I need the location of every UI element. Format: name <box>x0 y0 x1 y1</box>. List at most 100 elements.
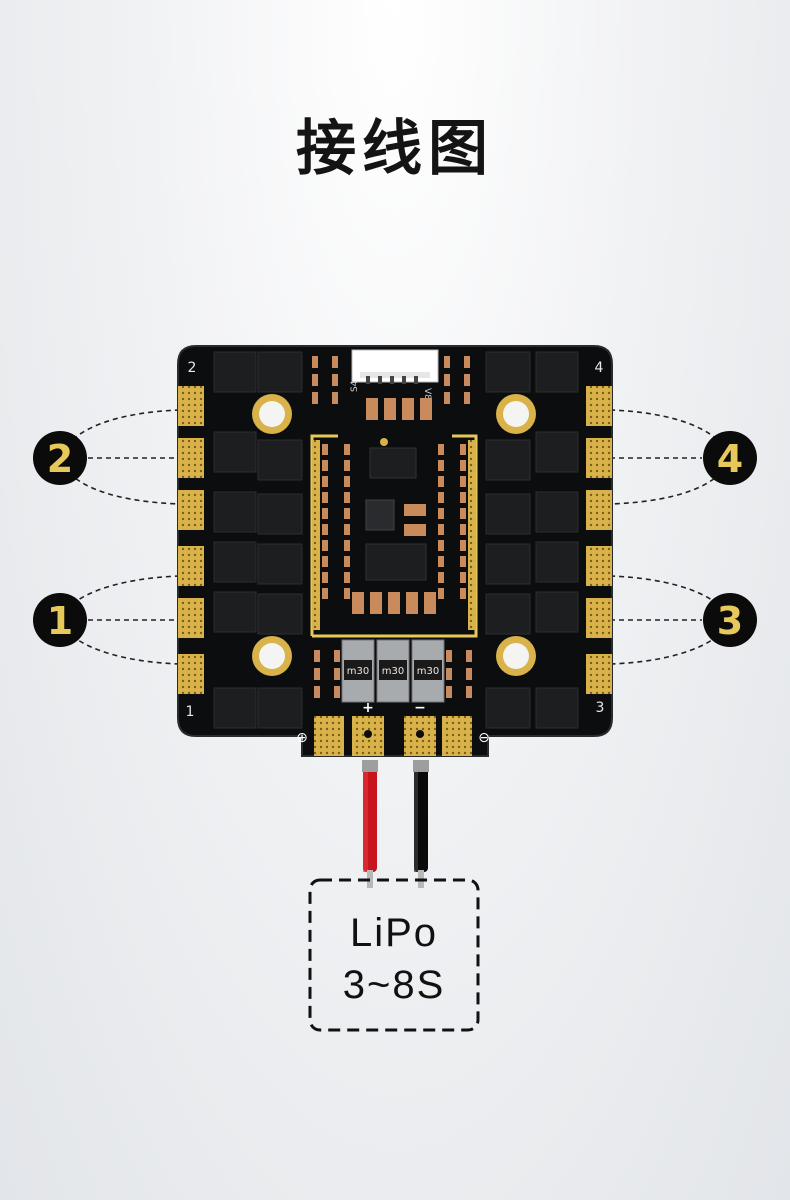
left-pad <box>178 386 204 426</box>
negative-pad-sign: − <box>414 700 426 716</box>
mosfet <box>485 351 531 393</box>
motor-3-wires <box>609 575 731 665</box>
mosfet <box>213 431 257 473</box>
mosfet <box>213 541 257 583</box>
inductor <box>365 499 395 531</box>
left-pad <box>178 654 204 694</box>
central-frame <box>310 434 478 638</box>
resistor-body <box>444 540 460 551</box>
capacitors-top <box>312 356 470 404</box>
mosfet <box>257 543 303 585</box>
motor-badge-4: 4 <box>703 431 757 485</box>
resistor-body <box>444 572 460 583</box>
resistor-body <box>444 556 460 567</box>
left-pad <box>178 490 204 530</box>
small-pads <box>352 398 436 614</box>
corner-label-4: 4 <box>595 360 604 376</box>
resistor-body <box>328 588 344 599</box>
mosfet <box>535 351 579 393</box>
mosfet-array <box>213 351 579 729</box>
resistor-body <box>328 460 344 471</box>
via <box>380 438 388 446</box>
positive-pad-sign: + <box>362 700 374 716</box>
positive-terminal-symbol: ⊕ <box>296 730 308 746</box>
mosfet <box>213 351 257 393</box>
mosfet <box>535 591 579 633</box>
motor-badge-2-label: 2 <box>47 437 73 481</box>
battery-wires <box>362 760 429 888</box>
resistor-body <box>328 476 344 487</box>
corner-label-3: 3 <box>596 700 605 716</box>
mosfet <box>485 593 531 635</box>
mosfet <box>257 493 303 535</box>
corner-label-1: 1 <box>186 704 195 720</box>
mosfet <box>257 593 303 635</box>
mcu-chip <box>365 543 427 581</box>
motor-1-wires <box>59 575 181 665</box>
mosfet <box>257 687 303 729</box>
capacitors-bottom <box>314 650 472 698</box>
motor-pads <box>178 386 612 694</box>
right-pad <box>586 654 612 694</box>
resistor-body <box>444 460 460 471</box>
mounting-holes <box>252 394 536 676</box>
resistor-body <box>328 572 344 583</box>
mosfet <box>485 687 531 729</box>
motor-badge-4-label: 4 <box>717 437 743 481</box>
mosfet <box>213 491 257 533</box>
right-pad <box>586 490 612 530</box>
resistor-body <box>444 444 460 455</box>
chip-label-3: m30 <box>417 666 439 677</box>
right-pad <box>586 598 612 638</box>
connector-label-s4: S4 <box>350 380 360 392</box>
signal-connector <box>351 349 439 384</box>
right-pad <box>586 546 612 586</box>
regulator-chip <box>369 447 417 479</box>
resistor-body <box>444 508 460 519</box>
chip-label-2: m30 <box>382 666 404 677</box>
resistor-body <box>328 540 344 551</box>
page-title: 接线图 <box>296 114 494 184</box>
corner-label-2: 2 <box>188 360 197 376</box>
negative-terminal-symbol: ⊖ <box>478 730 490 746</box>
left-pad <box>178 546 204 586</box>
chip-label-1: m30 <box>347 666 369 677</box>
mosfet <box>257 351 303 393</box>
right-pad <box>586 438 612 478</box>
left-pad <box>178 598 204 638</box>
motor-badge-1: 1 <box>33 593 87 647</box>
battery-type: LiPo <box>350 911 438 955</box>
right-pad <box>586 386 612 426</box>
capacitor <box>404 504 426 516</box>
mosfet <box>535 491 579 533</box>
central-components <box>322 438 466 599</box>
resistor-body <box>328 444 344 455</box>
resistor-body <box>444 492 460 503</box>
mosfet <box>535 431 579 473</box>
mosfet <box>485 543 531 585</box>
resistor-body <box>328 492 344 503</box>
motor-badge-3-label: 3 <box>717 599 743 643</box>
mosfet <box>485 493 531 535</box>
resistor-body <box>444 524 460 535</box>
left-pad <box>178 438 204 478</box>
motor-badge-2: 2 <box>33 431 87 485</box>
battery-cells: 3~8S <box>343 963 446 1007</box>
resistor-body <box>328 556 344 567</box>
mosfet <box>485 439 531 481</box>
mosfet <box>535 541 579 583</box>
mosfet <box>535 687 579 729</box>
resistor-body <box>328 508 344 519</box>
motor-badge-3: 3 <box>703 593 757 647</box>
mosfet <box>257 439 303 481</box>
mosfet <box>213 687 257 729</box>
resistor-body <box>444 588 460 599</box>
capacitor <box>404 524 426 536</box>
motor-badge-1-label: 1 <box>47 599 73 643</box>
inductor-chips <box>341 639 445 703</box>
power-pads <box>314 716 472 756</box>
resistor-body <box>328 524 344 535</box>
resistor-body <box>444 476 460 487</box>
mosfet <box>213 591 257 633</box>
